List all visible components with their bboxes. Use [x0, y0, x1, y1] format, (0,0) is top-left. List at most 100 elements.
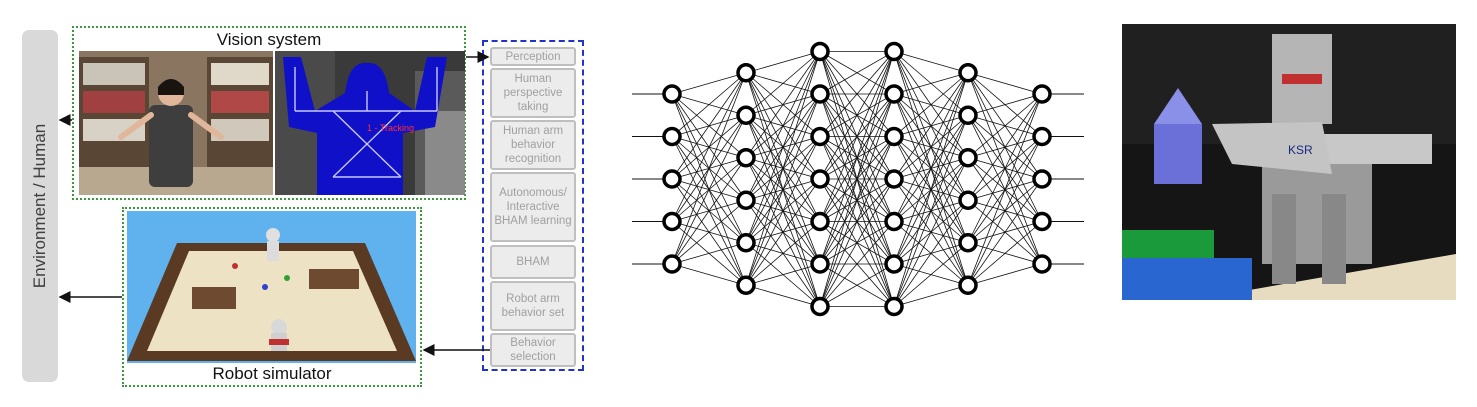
module-robot-arm-behavior-set: Robot arm behavior set [490, 281, 576, 331]
nn-connection [893, 242, 969, 307]
robot-simulator-title: Robot simulator [212, 364, 332, 383]
nn-connection [819, 51, 895, 137]
nn-node-layer-3 [810, 296, 830, 317]
environment-human-bar [22, 30, 58, 382]
modules-box [482, 40, 584, 371]
module-human-perspective-taking: Human perspective taking [490, 68, 576, 118]
nn-connection [967, 136, 1043, 286]
nn-node-layer-6 [1032, 254, 1052, 274]
nn-connection [893, 72, 969, 180]
module-perception: Perception [490, 47, 576, 66]
nn-node-layer-2 [736, 275, 756, 295]
nn-connection [745, 51, 821, 158]
robot-simulator-box [122, 207, 422, 387]
nn-node-layer-5 [958, 275, 978, 295]
nn-connection [671, 115, 747, 265]
nn-connection [819, 51, 895, 95]
nn-node-layer-5 [958, 148, 978, 168]
nn-node-layer-2 [736, 105, 756, 125]
nn-node-layer-3 [810, 254, 830, 274]
nn-node-layer-6 [1032, 211, 1052, 232]
nn-connection [671, 157, 747, 265]
nn-node-layer-3 [810, 84, 830, 104]
nn-connection [967, 93, 1043, 159]
nn-node-layer-1 [662, 211, 682, 232]
nn-connection [745, 136, 821, 286]
nn-node-layer-1 [662, 169, 682, 189]
nn-node-layer-2 [736, 190, 756, 210]
module-human-arm-behavior-recognition: Human arm behavior recognition [490, 120, 576, 170]
nn-node-layer-4 [884, 84, 904, 104]
nn-node-layer-1 [662, 254, 682, 274]
nn-connection [893, 72, 969, 137]
nn-node-layer-3 [810, 41, 830, 62]
nn-node-layer-3 [810, 211, 830, 232]
nn-connection [745, 51, 821, 286]
vision-system-box [72, 26, 466, 200]
camera-scene-illustration [79, 51, 273, 195]
nn-connection [819, 263, 895, 307]
nn-connection [819, 178, 895, 307]
robot-photo-illustration: KSR [1122, 24, 1456, 300]
nn-node-layer-4 [884, 254, 904, 274]
nn-connection [967, 178, 1043, 286]
nn-connection [819, 51, 895, 180]
nn-connection [819, 221, 895, 307]
nn-node-layer-2 [736, 148, 756, 168]
nn-connection [967, 93, 1043, 201]
nn-node-layer-1 [662, 84, 682, 104]
depth-tracking-illustration: 1 - Tracking [275, 51, 465, 195]
vision-system-title: Vision system [216, 30, 322, 49]
nn-connection [671, 72, 747, 180]
nn-connection [745, 221, 821, 286]
nn-connection [967, 72, 1043, 95]
module-autonomous-interactive-bham-learning: Autonomous/ Interactive BHAM learning [490, 172, 576, 242]
nn-node-layer-4 [884, 169, 904, 189]
nn-node-layer-5 [958, 105, 978, 125]
nn-node-layer-4 [884, 41, 904, 62]
nn-connection [893, 51, 969, 74]
nn-connection [819, 51, 895, 222]
nn-connection [967, 93, 1043, 243]
nn-node-layer-3 [810, 169, 830, 189]
nn-node-layer-4 [884, 126, 904, 147]
nn-connection [745, 51, 821, 74]
module-bham: BHAM [490, 245, 576, 279]
nn-node-layer-2 [736, 233, 756, 253]
nn-node-layer-1 [662, 126, 682, 147]
nn-connection [819, 51, 895, 307]
module-behavior-selection: Behavior selection [490, 333, 576, 367]
nn-connection [819, 93, 895, 307]
robot-photo: KSR [1122, 24, 1456, 300]
nn-connection [745, 51, 821, 243]
nn-node-layer-2 [736, 63, 756, 83]
nn-connection [671, 72, 747, 222]
nn-connection [819, 51, 895, 265]
nn-node-layer-3 [810, 126, 830, 147]
tracking-overlay-text: 1 - Tracking [367, 123, 414, 133]
nn-connection [671, 199, 747, 265]
nn-connection [671, 242, 747, 265]
nn-connection [893, 157, 969, 307]
nn-connection [893, 284, 969, 307]
nn-connection [745, 51, 821, 201]
nn-connection [745, 284, 821, 307]
simulator-scene-illustration [127, 211, 416, 363]
nn-connection [671, 72, 747, 95]
nn-node-layer-6 [1032, 169, 1052, 189]
nn-connection [893, 200, 969, 307]
nn-connection [745, 51, 821, 116]
nn-connection [967, 263, 1043, 286]
nn-node-layer-4 [884, 211, 904, 232]
nn-node-layer-5 [958, 63, 978, 83]
nn-node-layer-6 [1032, 126, 1052, 147]
nn-connection [671, 72, 747, 137]
nn-connection [893, 115, 969, 307]
nn-connection [745, 178, 821, 286]
nn-node-layer-6 [1032, 84, 1052, 104]
nn-node-layer-5 [958, 190, 978, 210]
nn-connection [671, 263, 747, 286]
nn-connection [819, 136, 895, 307]
nn-connection [967, 93, 1043, 286]
